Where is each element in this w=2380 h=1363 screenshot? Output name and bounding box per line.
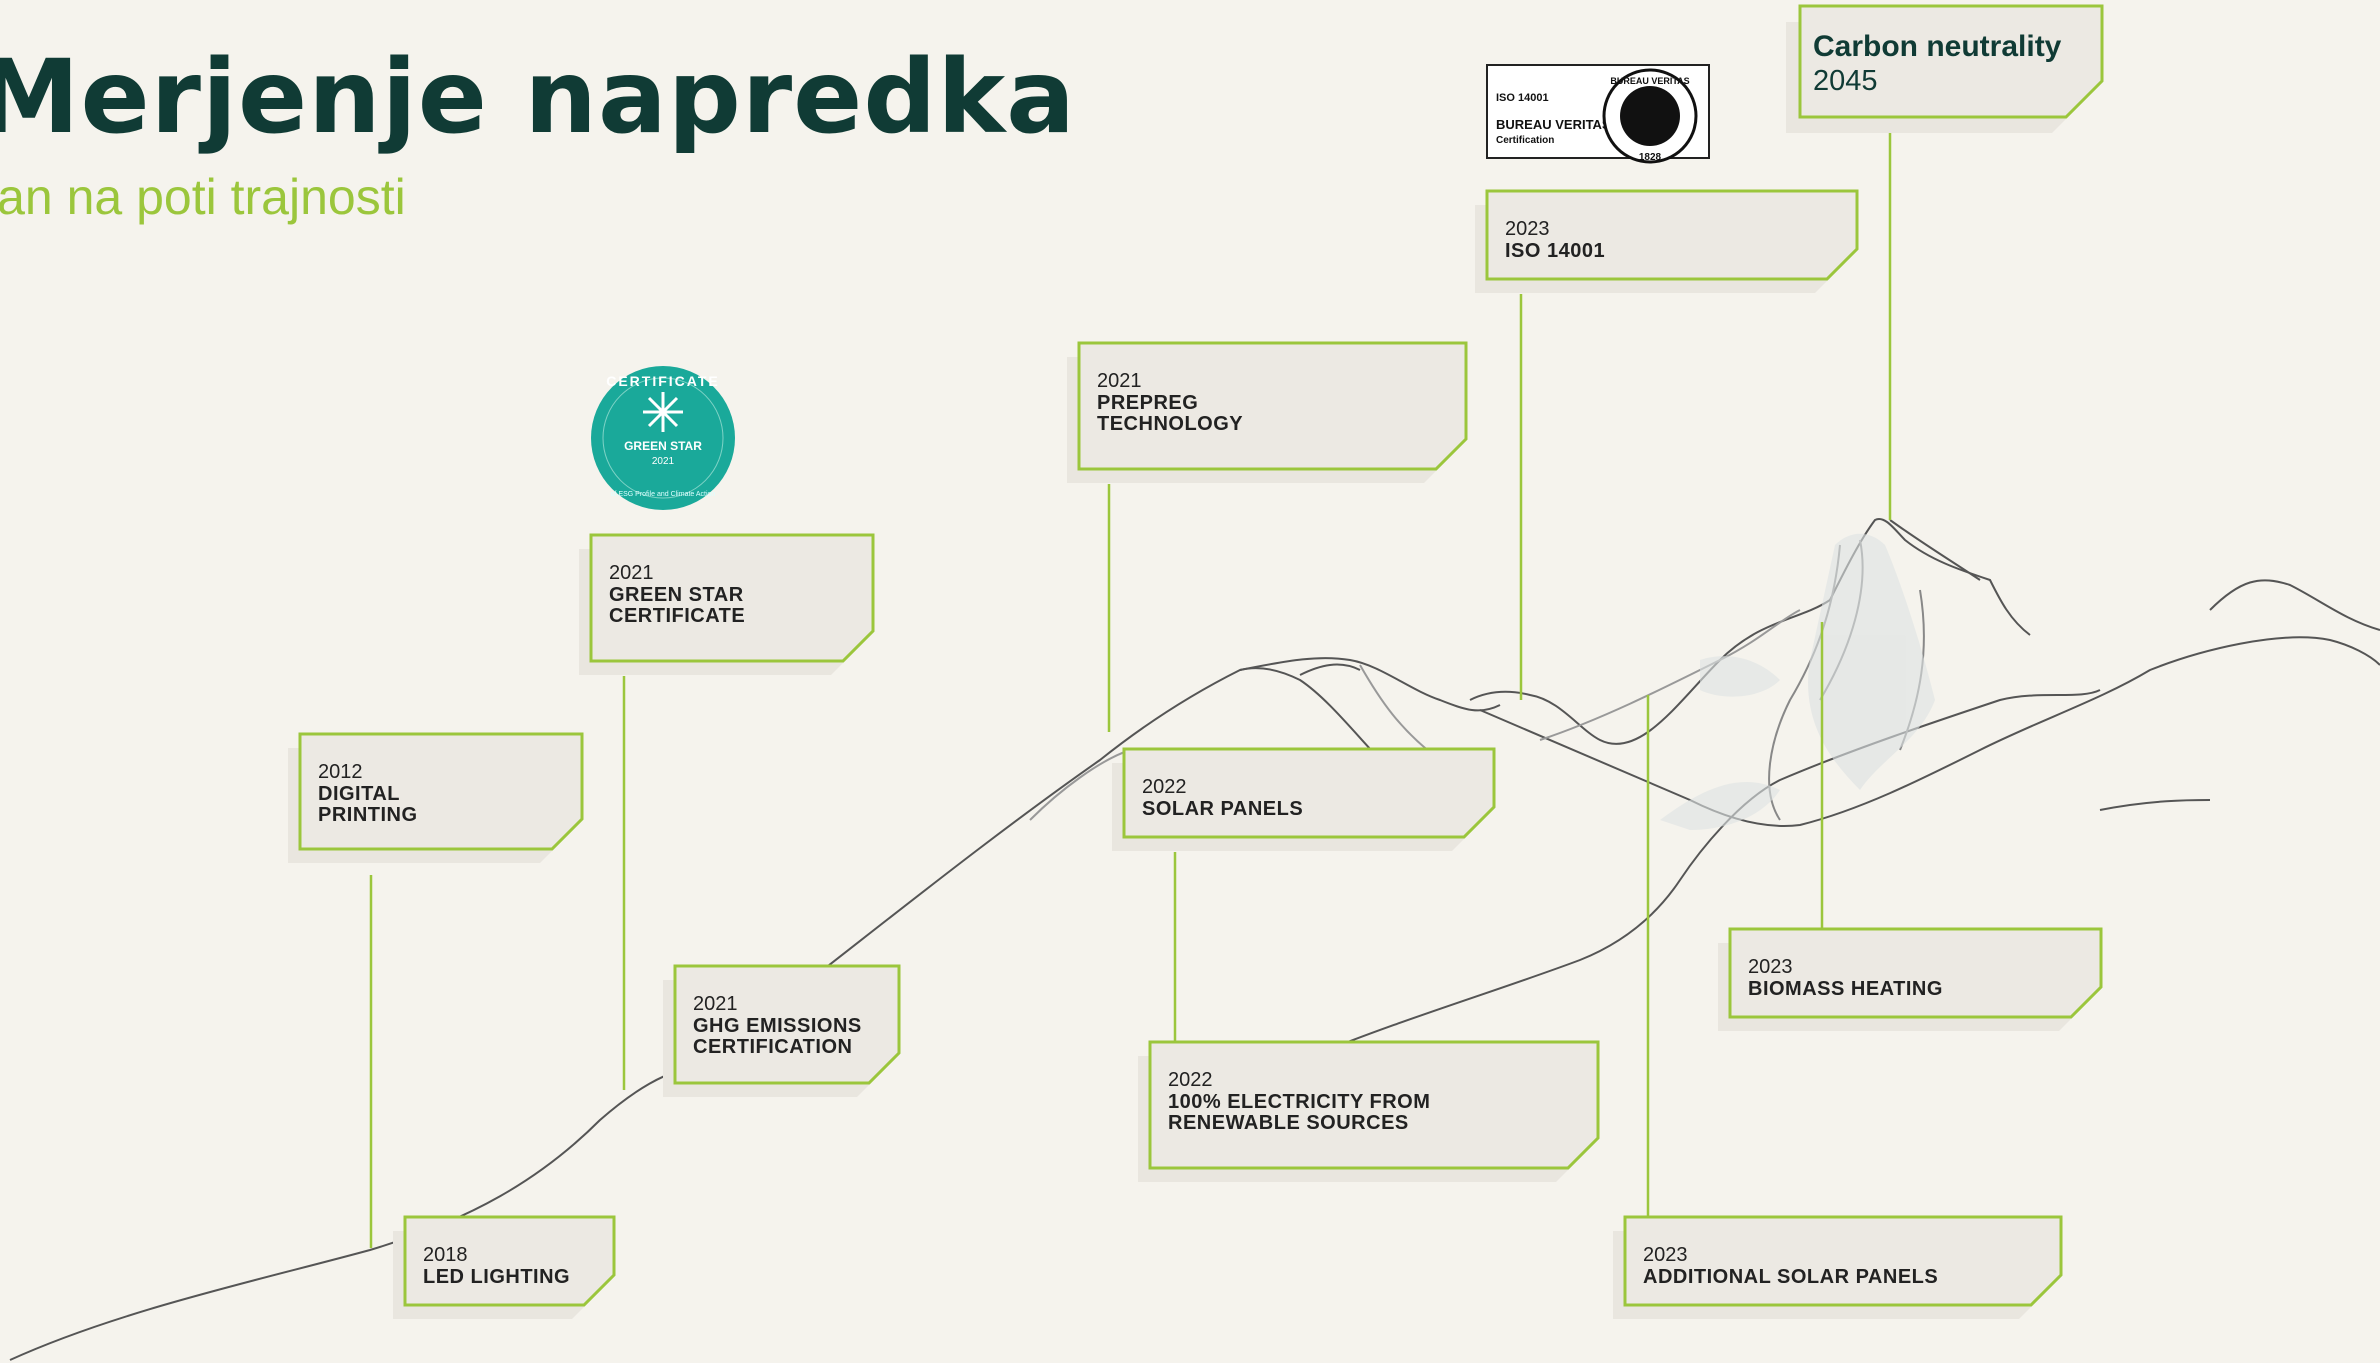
milestone-box-frame [1728, 927, 2103, 1019]
milestone-box-frame [1077, 341, 1468, 471]
goal-year: 2045 [1813, 65, 1878, 97]
milestone-year: 2021 [1097, 370, 1142, 392]
milestone-label: RENEWABLE SOURCES [1168, 1112, 1409, 1134]
goal-title: Carbon neutrality [1813, 30, 2062, 63]
iso-org-text: BUREAU VERITAS [1496, 117, 1611, 132]
milestone-label: 100% ELECTRICITY FROM [1168, 1091, 1430, 1113]
milestone-label: ADDITIONAL SOLAR PANELS [1643, 1266, 1938, 1288]
milestone-box-frame [403, 1215, 616, 1307]
milestone-box-frame [1485, 189, 1859, 281]
iso-founded-text: 1828 [1639, 152, 1662, 163]
milestone-year: 2022 [1168, 1069, 1213, 1091]
milestone-box-frame [589, 533, 875, 663]
milestone-label: PRINTING [318, 804, 418, 826]
milestone-year: 2012 [318, 761, 363, 783]
page-subtitle: lan na poti trajnosti [0, 169, 406, 225]
milestone-year: 2022 [1142, 776, 1187, 798]
milestone-label: DIGITAL [318, 783, 400, 805]
green-star-badge: CERTIFICATE GREEN STAR 2021 of ESG Profi… [591, 366, 735, 510]
milestone-label: PREPREG [1097, 392, 1198, 414]
milestone-label: CERTIFICATION [693, 1036, 852, 1058]
milestone-label: BIOMASS HEATING [1748, 978, 1943, 1000]
badge-bottom-text: of ESG Profile and Climate Action [611, 491, 716, 498]
milestone-year: 2018 [423, 1244, 468, 1266]
milestone-year: 2023 [1748, 956, 1793, 978]
milestone-label: CERTIFICATE [609, 605, 745, 627]
milestone-year: 2023 [1505, 218, 1550, 240]
milestone-box-frame [1122, 747, 1496, 839]
milestone-label: GHG EMISSIONS [693, 1015, 862, 1037]
milestone-label: TECHNOLOGY [1097, 413, 1243, 435]
milestone-box-frame [1623, 1215, 2063, 1307]
page-title: Merjenje napredka [0, 38, 1077, 157]
milestone-label: SOLAR PANELS [1142, 798, 1303, 820]
goal-box-frame [1798, 4, 2104, 119]
badge-year: 2021 [652, 456, 675, 467]
iso-standard-text: ISO 14001 [1496, 92, 1549, 104]
iso-ring-text: BUREAU VERITAS [1610, 76, 1689, 86]
iso-bureau-veritas-logo: ISO 14001 BUREAU VERITAS Certification B… [1486, 64, 1710, 164]
milestone-label: GREEN STAR [609, 584, 744, 606]
milestone-label: ISO 14001 [1505, 240, 1605, 262]
milestone-year: 2021 [693, 993, 738, 1015]
snow-shading [1660, 533, 1935, 830]
milestone-year: 2023 [1643, 1244, 1688, 1266]
badge-arc-text: CERTIFICATE [606, 373, 720, 389]
milestone-box-frame [673, 964, 901, 1085]
milestone-label: LED LIGHTING [423, 1266, 570, 1288]
milestone-box-frame [298, 732, 584, 851]
star-icon [643, 392, 683, 432]
iso-sub-text: Certification [1496, 135, 1554, 146]
milestone-year: 2021 [609, 562, 654, 584]
milestone-box-frame [1148, 1040, 1600, 1170]
connector-lines [369, 117, 1892, 1248]
badge-name: GREEN STAR [624, 439, 702, 453]
